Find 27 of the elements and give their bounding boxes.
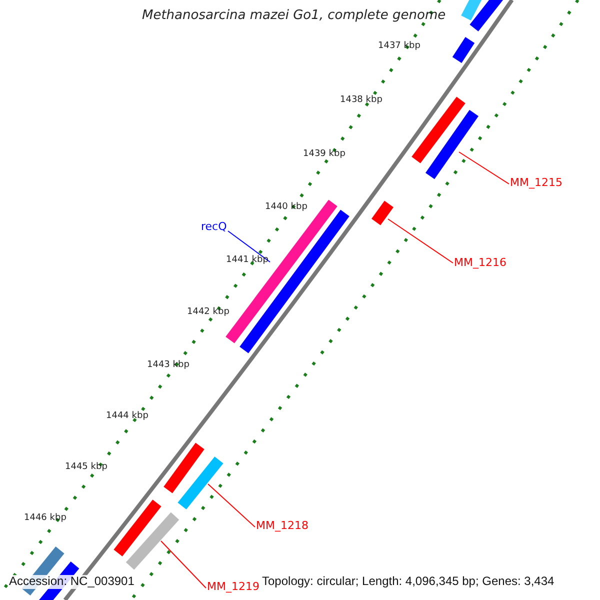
- tick-label: 1439 kbp: [303, 149, 346, 160]
- tick-label: 1443 kbp: [147, 360, 190, 370]
- gene-label: recQ: [201, 221, 227, 234]
- leader-line: [228, 230, 270, 262]
- footer-text: Accession: NC_003901: [9, 575, 134, 589]
- gene-feature: [426, 110, 478, 180]
- footer-text: Topology: circular; Length: 4,096,345 bp; Genes: 3,434: [262, 575, 554, 589]
- tick-label: 1441 kbp: [226, 255, 268, 266]
- gene-label: MM_1216: [454, 257, 506, 270]
- tick-label: 1446 kbp: [24, 513, 66, 524]
- tick-label: 1438 kbp: [340, 95, 382, 106]
- gene-label: MM_1219: [207, 581, 260, 594]
- gene-feature: [178, 456, 224, 510]
- tick-label: 1445 kbp: [65, 462, 108, 472]
- gene-feature: [372, 200, 394, 226]
- leader-line: [458, 152, 510, 184]
- leader-line: [160, 540, 206, 588]
- title: Methanosarcina mazei Go1, complete genome: [142, 9, 446, 24]
- gene-label: MM_1215: [510, 177, 562, 190]
- gene-label: MM_1218: [256, 520, 308, 533]
- tick-label: 1440 kbp: [265, 202, 308, 212]
- tick-label: 1437 kbp: [378, 41, 420, 52]
- tick-label: 1442 kbp: [187, 307, 230, 318]
- gene-feature: [126, 512, 180, 570]
- tick-label: 1444 kbp: [106, 411, 148, 422]
- leader-line: [208, 484, 256, 528]
- leader-line: [388, 218, 454, 264]
